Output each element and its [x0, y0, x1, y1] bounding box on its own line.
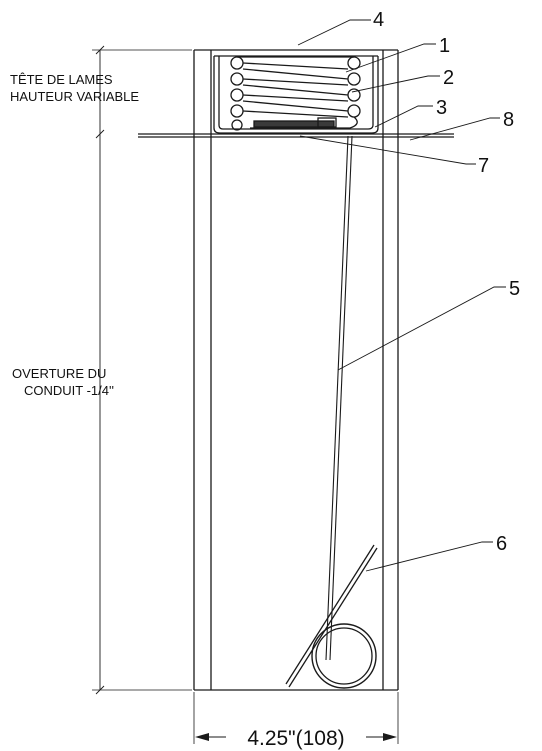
blade-stop [285, 544, 378, 688]
leader-lines [297, 19, 506, 572]
width-arrowheads [195, 733, 397, 741]
callout-8: 8 [503, 109, 514, 131]
callout-7: 7 [478, 155, 489, 177]
blade-head-label-line1: TÊTE DE LAMES [10, 72, 113, 87]
closure-spring-cable [325, 135, 353, 661]
duct-opening-label-line2: CONDUIT -1/4'' [24, 383, 114, 398]
fusible-link [253, 117, 337, 128]
blade-head-housing [213, 55, 379, 134]
blade-head-label-line2: HAUTEUR VARIABLE [10, 89, 139, 104]
damper-frame [193, 49, 399, 691]
dimension-duct-opening [92, 134, 192, 695]
callout-3: 3 [436, 97, 447, 119]
callout-1: 1 [439, 35, 450, 57]
retaining-angle [138, 133, 454, 138]
bottom-roller [311, 623, 377, 689]
folded-blades [230, 56, 361, 131]
duct-opening-label-line1: OVERTURE DU [12, 366, 106, 381]
callout-5: 5 [509, 278, 520, 300]
callout-6: 6 [496, 533, 507, 555]
callout-4: 4 [373, 9, 384, 31]
callout-2: 2 [443, 67, 454, 89]
dimension-width [193, 692, 399, 744]
width-dimension-label: 4.25"(108) [247, 727, 344, 750]
